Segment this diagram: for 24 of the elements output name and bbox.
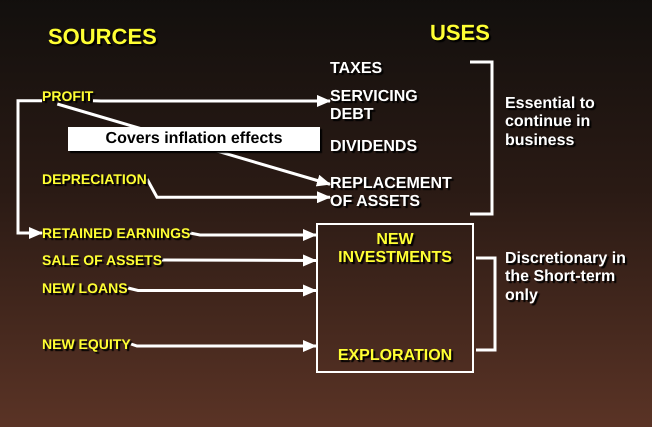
node-text: Discretionary in the Short-term only: [505, 250, 635, 306]
edge-label: Covers inflation effects: [68, 127, 320, 151]
box: [316, 223, 474, 373]
box-text: NEW INVESTMENTS: [337, 231, 453, 268]
node-text: DIVIDENDS: [330, 138, 418, 156]
node-text: NEW EQUITY: [42, 336, 131, 352]
arrow: [162, 254, 317, 266]
node-text: REPLACEMENT OF ASSETS: [330, 175, 478, 212]
column-heading: SOURCES: [48, 24, 157, 50]
node-text: SALE OF ASSETS: [42, 252, 162, 268]
arrow: [130, 340, 317, 352]
arrow: [92, 94, 331, 107]
node-text: Essential to continue in business: [505, 95, 630, 150]
arrow: [16, 99, 43, 239]
node-text: DEPRECIATION: [42, 171, 147, 188]
node-text: PROFIT: [42, 88, 94, 104]
node-text: RETAINED EARNINGS: [42, 225, 190, 242]
box-text: EXPLORATION: [338, 346, 452, 365]
node-text: NEW LOANS: [42, 280, 128, 296]
column-heading: USES: [430, 20, 490, 46]
node-text: TAXES: [330, 60, 382, 78]
arrow: [190, 229, 317, 241]
node-text: SERVICING DEBT: [330, 88, 440, 125]
arrow: [128, 284, 317, 296]
